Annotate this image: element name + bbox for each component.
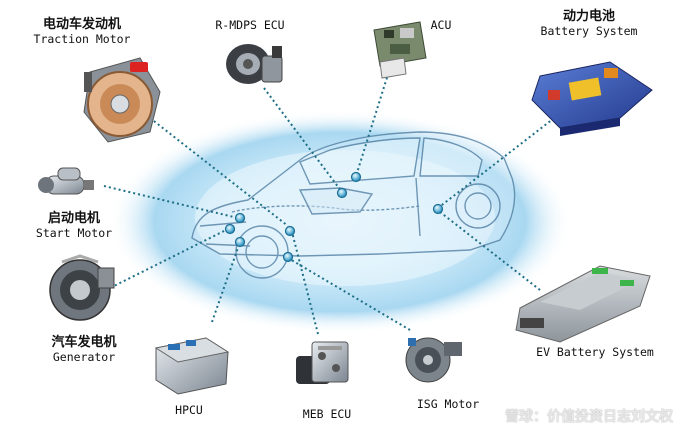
traction-motor-zh: 电动车发动机 — [42, 17, 121, 32]
acu-image — [373, 21, 427, 79]
node-hpcu — [234, 236, 246, 248]
car-outline — [191, 131, 516, 279]
node-battery — [432, 203, 444, 215]
acu-en: ACU — [430, 18, 452, 32]
leader-traction-motor — [149, 117, 289, 227]
meb-ecu-en: MEB ECU — [302, 407, 352, 421]
leader-ev-battery — [439, 211, 541, 291]
isg-motor-image — [405, 337, 462, 383]
battery-system-en: Battery System — [540, 23, 638, 38]
watermark: 雪球：价值投资日志刘文权 — [505, 409, 673, 425]
r-mdps-ecu-image — [226, 44, 283, 84]
start-motor-zh: 启动电机 — [47, 211, 100, 226]
label-hpcu: HPCU — [164, 403, 214, 417]
ev-battery-system-en: EV Battery System — [536, 345, 654, 359]
generator-image — [49, 254, 115, 321]
leader-hpcu — [211, 241, 241, 323]
leader-isg-motor — [287, 257, 411, 331]
label-battery-system: 动力电池 Battery System — [530, 9, 648, 38]
label-ev-battery-system: EV Battery System — [524, 345, 666, 359]
leader-acu — [355, 67, 391, 177]
generator-zh: 汽车发电机 — [51, 335, 117, 350]
battery-system-zh: 动力电池 — [562, 9, 615, 24]
generator-en: Generator — [52, 349, 116, 364]
label-r-mdps-ecu: R-MDPS ECU — [205, 18, 295, 32]
leader-lines — [103, 67, 563, 335]
label-start-motor: 启动电机 Start Motor — [26, 211, 122, 240]
node-traction — [284, 225, 296, 237]
leader-r-mdps-ecu — [263, 87, 343, 193]
ev-battery-image — [515, 265, 651, 343]
node-start-motor — [234, 212, 246, 224]
meb-ecu-image — [296, 341, 349, 384]
leader-generator — [105, 227, 231, 291]
label-traction-motor: 电动车发动机 Traction Motor — [22, 17, 142, 46]
node-acu — [350, 171, 362, 183]
node-r-mdps — [336, 187, 348, 199]
label-isg-motor: ISG Motor — [410, 397, 486, 411]
start-motor-image — [38, 167, 94, 195]
connection-nodes — [224, 171, 444, 263]
label-acu: ACU — [420, 18, 462, 32]
node-generator — [224, 223, 236, 235]
isg-motor-en: ISG Motor — [416, 397, 480, 411]
hpcu-image — [154, 337, 230, 395]
label-generator: 汽车发电机 Generator — [36, 335, 132, 364]
leader-battery-system — [437, 111, 563, 209]
node-isg — [282, 251, 294, 263]
battery-system-image — [531, 61, 653, 136]
traction-motor-en: Traction Motor — [33, 31, 131, 46]
r-mdps-ecu-en: R-MDPS ECU — [215, 18, 285, 32]
start-motor-en: Start Motor — [35, 225, 113, 240]
label-meb-ecu: MEB ECU — [292, 407, 362, 421]
traction-motor-image — [83, 57, 161, 143]
hpcu-en: HPCU — [175, 403, 203, 417]
